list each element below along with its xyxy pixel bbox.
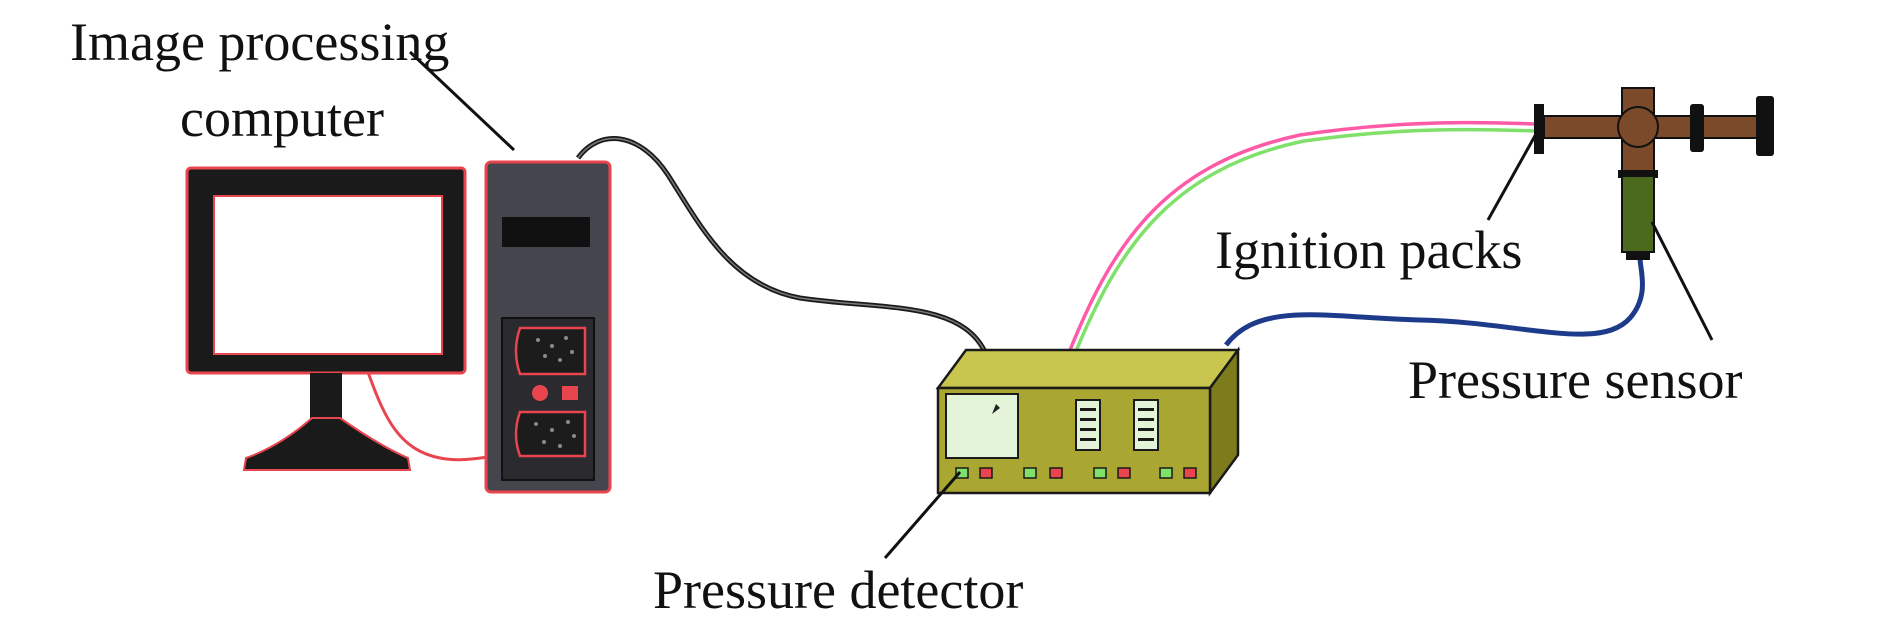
- tower-upper-grille: [514, 326, 587, 376]
- computer-label-line1: Image processing: [70, 12, 449, 72]
- ignition-cable-green: [1072, 127, 1535, 357]
- data-cable: [575, 136, 988, 354]
- detector-readout-2: [1133, 399, 1159, 451]
- computer-label-line2: computer: [180, 88, 384, 148]
- monitor-screen: [213, 195, 443, 355]
- leader-detector: [883, 471, 962, 559]
- leader-sensor: [1650, 221, 1714, 341]
- pressure-sensor-label: Pressure sensor: [1408, 350, 1742, 410]
- sensor-cable: [1224, 257, 1645, 347]
- detector-display: [945, 393, 1019, 459]
- monitor-cable: [366, 371, 496, 462]
- computer-tower: [484, 160, 612, 494]
- monitor-stand: [242, 417, 412, 471]
- pressure-sensor-body: [1621, 175, 1655, 253]
- detector-buttons: [955, 467, 1197, 479]
- ignition-packs-label: Ignition packs: [1215, 220, 1522, 280]
- flange: [1690, 104, 1704, 152]
- ignition-cable-pink: [1066, 120, 1535, 356]
- tower-lower-grille: [514, 410, 587, 458]
- combustion-vessel-assembly: [1534, 87, 1774, 260]
- tower-indicator-round: [532, 385, 548, 401]
- tower-indicator-square: [562, 386, 578, 400]
- pressure-detector-label: Pressure detector: [653, 560, 1023, 620]
- pipe-hub: [1617, 106, 1659, 148]
- end-cap: [1756, 96, 1774, 156]
- leader-ignition: [1486, 133, 1538, 221]
- pressure-detector-device: [935, 346, 1241, 497]
- monitor: [185, 166, 467, 471]
- ignition-plate: [1534, 104, 1544, 154]
- leader-computer: [408, 50, 516, 152]
- detector-readout-1: [1075, 399, 1101, 451]
- tower-drive-bay: [502, 217, 590, 247]
- detector-top: [935, 348, 1241, 390]
